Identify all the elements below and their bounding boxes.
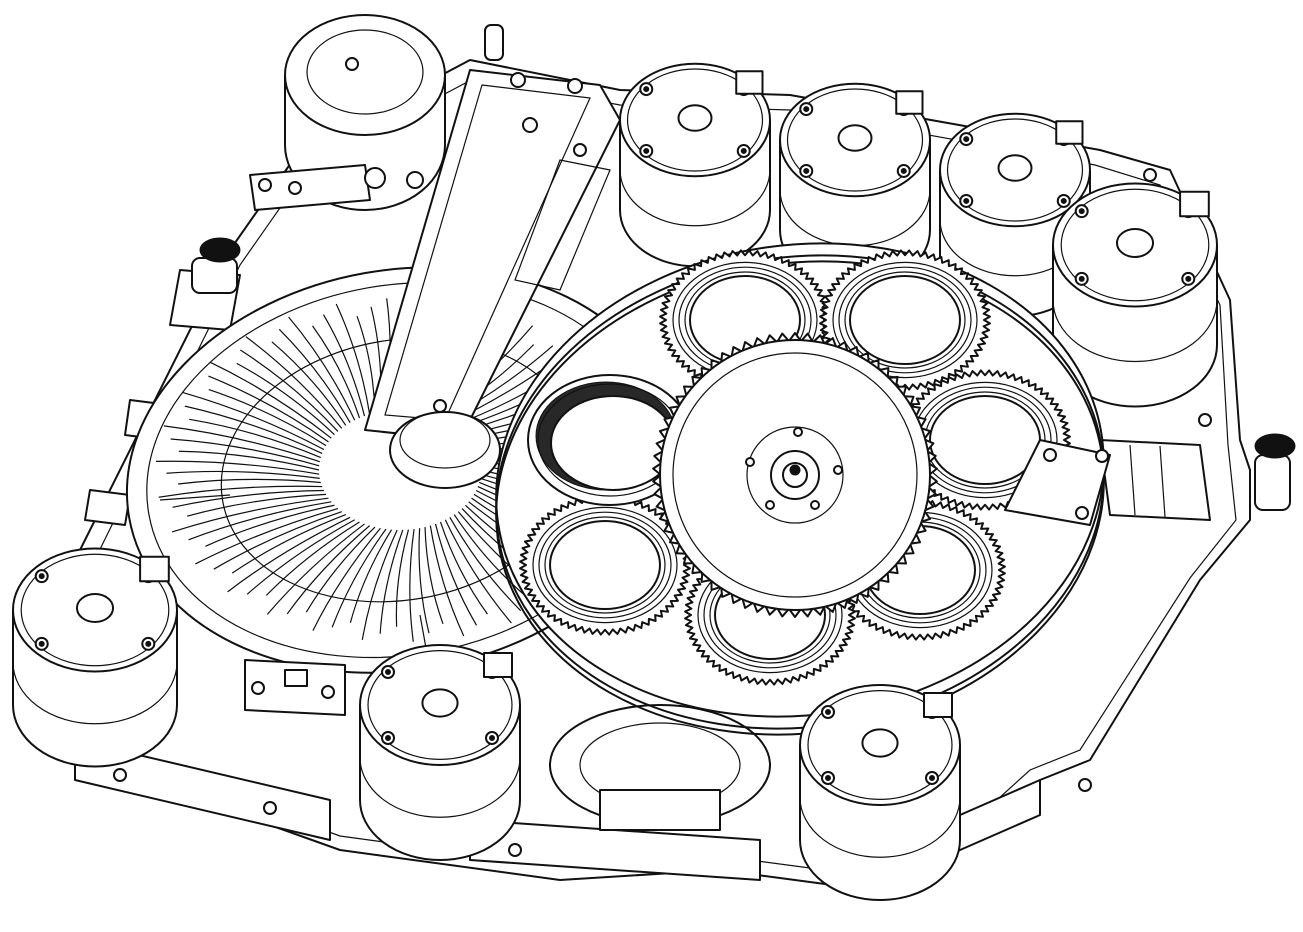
gobo-slot [519,494,691,636]
center-gear [652,332,938,618]
stepper-motor-left [12,547,178,768]
gobo-wheel [495,242,1105,736]
stepper-motor-front-2 [799,684,961,901]
stepper-motor-right [1052,182,1218,408]
sensor-board [1004,439,1111,526]
stepper-motor-group [619,62,1218,408]
stepper-motor-top-left [249,14,446,211]
mounting-knob-left [191,237,241,294]
connector-board [244,659,346,716]
stepper-motor-top-1 [619,62,771,268]
gobo-slot [527,374,693,506]
stepper-motor-front-group [12,547,961,901]
rotation-arm [364,24,621,489]
mounting-knob-right [1254,433,1296,511]
stepper-motor-front-1 [359,644,521,861]
cooling-fan [549,704,771,831]
